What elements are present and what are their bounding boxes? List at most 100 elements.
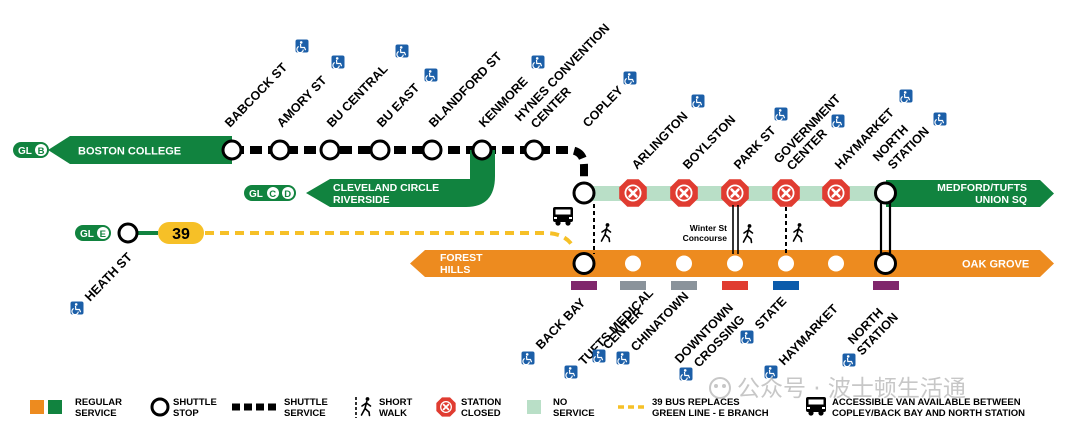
- state-station: [778, 255, 794, 272]
- accessible-icon: [841, 352, 857, 368]
- svg-text:C: C: [269, 189, 276, 200]
- park-st-label: PARK ST: [731, 123, 779, 172]
- tufts-medical-station: [625, 255, 641, 272]
- svg-text:SERVICE: SERVICE: [75, 408, 117, 419]
- bus-39-route: [190, 231, 576, 250]
- union-sq-label: UNION SQ: [975, 194, 1027, 206]
- svg-text:GL: GL: [80, 229, 94, 240]
- accessible-icon: [739, 329, 755, 345]
- haymarket-label: HAYMARKET: [776, 301, 841, 368]
- short-walk-icon: [742, 223, 754, 244]
- shuttle-stop-babcock-st: [221, 139, 243, 161]
- accessible-icon: [394, 43, 410, 59]
- svg-text:STOP: STOP: [173, 408, 199, 419]
- north-station-orange-stop: [874, 252, 897, 275]
- accessible-icon: [690, 93, 706, 109]
- bu-east-label: BU EAST: [374, 81, 422, 130]
- station-closed-government-center-icon: [770, 177, 802, 209]
- short-walk-icon: [792, 222, 804, 243]
- svg-text:GL: GL: [18, 146, 32, 157]
- accessible-icon: [615, 350, 631, 366]
- accessible-icon: [294, 38, 310, 54]
- forest-hills-label-2: HILLS: [440, 264, 470, 276]
- accessible-icon: [773, 106, 789, 122]
- accessible-icon: [563, 364, 579, 380]
- boston-college-label: BOSTON COLLEGE: [78, 146, 181, 158]
- short-walk-icon: [600, 222, 612, 243]
- svg-text:CLOSED: CLOSED: [461, 408, 501, 419]
- winter-st-label: Winter St: [690, 223, 727, 233]
- svg-text:公众号 · 波士顿生活通: 公众号 · 波士顿生活通: [737, 376, 966, 402]
- svg-text:SHORT: SHORT: [379, 397, 412, 408]
- station-closed-boylston-icon: [668, 177, 700, 209]
- accessible-icon: [591, 348, 607, 364]
- svg-text:D: D: [284, 189, 291, 200]
- station-closed-arlington-icon: [617, 177, 649, 209]
- boylston-label: BOYLSTON: [680, 113, 738, 173]
- copley-station: [572, 181, 596, 205]
- north-station-transfer-bar: [873, 281, 899, 290]
- shuttle-service-line: [232, 146, 588, 193]
- heath-st-label: HEATH ST: [82, 250, 135, 304]
- shuttle-stop-hynes: [523, 139, 545, 161]
- svg-text:REGULAR: REGULAR: [75, 397, 122, 408]
- svg-text:SERVICE: SERVICE: [284, 408, 326, 419]
- shuttle-stop-blandford-st: [421, 139, 443, 161]
- svg-text:WALK: WALK: [379, 408, 407, 419]
- svg-text:B: B: [38, 146, 45, 157]
- svg-text:COPLEY/BACK BAY AND NORTH STAT: COPLEY/BACK BAY AND NORTH STATION: [832, 408, 1025, 419]
- cleveland-circle-label: CLEVELAND CIRCLE: [333, 182, 439, 194]
- gl-cd-badge: GL C D: [244, 185, 296, 201]
- oak-grove-label: OAK GROVE: [962, 259, 1029, 271]
- svg-text:GREEN LINE - E BRANCH: GREEN LINE - E BRANCH: [652, 408, 769, 419]
- downtown-crossing-station: [727, 255, 743, 272]
- accessible-icon: [520, 350, 536, 366]
- shuttle-stop-kenmore: [471, 139, 493, 161]
- amory-st-label: AMORY ST: [274, 73, 330, 130]
- back-bay-station: [572, 252, 596, 275]
- chinatown-station: [676, 255, 692, 272]
- accessible-icon: [622, 70, 638, 86]
- downtown-crossing-transfer-bar: [722, 281, 748, 290]
- shuttle-stop-bu-east: [369, 139, 391, 161]
- accessible-icon: [423, 67, 439, 83]
- copley-label: COPLEY: [580, 83, 626, 130]
- accessible-icon: [678, 366, 694, 382]
- concourse-label: Concourse: [683, 233, 728, 243]
- svg-text:ACCESSIBLE VAN AVAILABLE BETWE: ACCESSIBLE VAN AVAILABLE BETWEEN: [832, 397, 1021, 408]
- legend: REGULAR SERVICE SHUTTLE STOP SHUTTLE SER…: [30, 396, 1025, 419]
- north-station-green-stop: [874, 181, 897, 205]
- bus-39-badge: [158, 222, 204, 244]
- accessible-icon: [898, 88, 914, 104]
- station-closed-park-st-icon: [719, 177, 751, 209]
- haymarket-station: [828, 255, 844, 272]
- heath-st-station: [117, 222, 139, 244]
- svg-text:STATION: STATION: [461, 397, 501, 408]
- shuttle-stop-amory-st: [269, 139, 291, 161]
- svg-text:39 BUS REPLACES: 39 BUS REPLACES: [652, 397, 740, 408]
- station-closed-haymarket-icon: [820, 177, 852, 209]
- gl-b-badge: GL B: [13, 142, 49, 158]
- medford-segment: [886, 180, 1054, 207]
- svg-text:NO: NO: [553, 397, 567, 408]
- accessible-icon: [69, 300, 85, 316]
- shuttle-stop-bu-central: [319, 139, 341, 161]
- svg-text:E: E: [100, 229, 106, 240]
- forest-hills-label-1: FOREST: [440, 252, 483, 264]
- svg-text:SHUTTLE: SHUTTLE: [173, 397, 217, 408]
- svg-text:GL: GL: [249, 189, 263, 200]
- bus-39-label: 39: [172, 226, 190, 243]
- riverside-label: RIVERSIDE: [333, 194, 390, 206]
- tufts-transfer-bar: [620, 281, 646, 290]
- back-bay-label: BACK BAY: [533, 295, 589, 352]
- green-line-cd-segment: [306, 150, 495, 207]
- svg-text:SERVICE: SERVICE: [553, 408, 595, 419]
- accessible-icon: [932, 111, 948, 127]
- state-transfer-bar: [773, 281, 799, 290]
- accessible-icon: [830, 113, 846, 129]
- watermark: 公众号 · 波士顿生活通: [709, 376, 966, 402]
- back-bay-transfer-bar: [571, 281, 597, 290]
- accessible-van-icon: [553, 207, 573, 226]
- medford-tufts-label: MEDFORD/TUFTS: [937, 182, 1027, 194]
